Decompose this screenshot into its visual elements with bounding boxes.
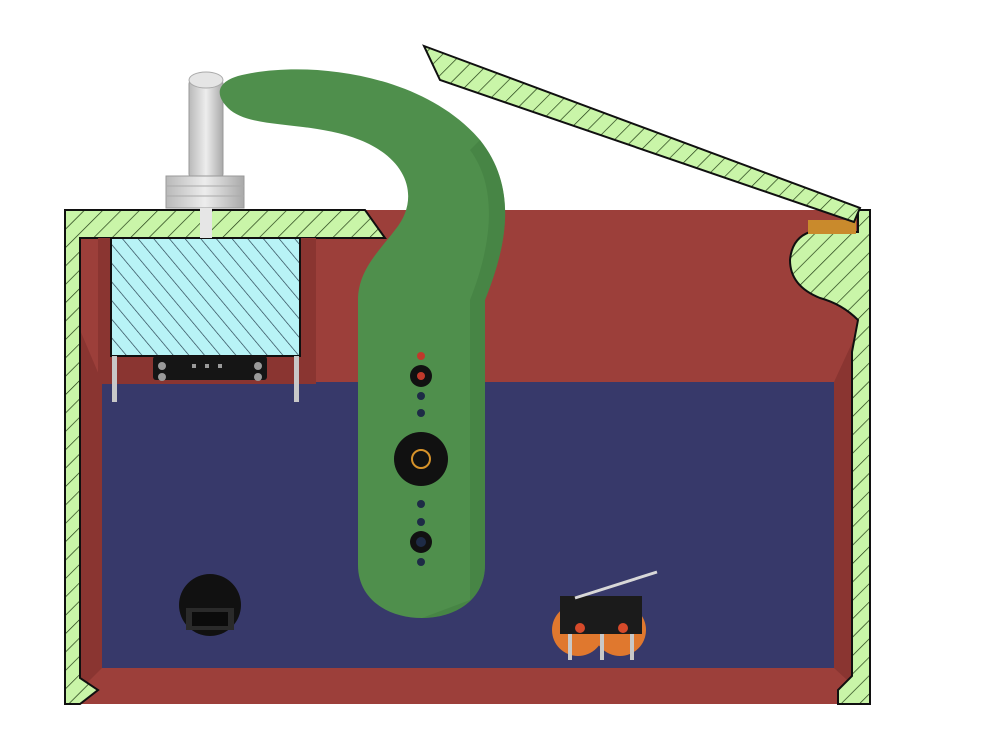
lever-holes bbox=[410, 352, 432, 566]
left-wall-section bbox=[64, 209, 387, 705]
floor-bevel-left bbox=[80, 330, 102, 690]
rotary-knob-icon bbox=[165, 71, 245, 238]
motor-pcb bbox=[153, 356, 267, 380]
lever-shading bbox=[422, 140, 506, 618]
motor-icon bbox=[110, 237, 301, 357]
microswitch-icon bbox=[552, 570, 658, 660]
lid-section bbox=[422, 44, 862, 224]
motor-pcb-pins bbox=[158, 362, 262, 381]
right-wall-section bbox=[788, 209, 871, 705]
motor-leg-right bbox=[294, 356, 299, 402]
cable-hole-icon bbox=[179, 574, 241, 636]
hinge-tab bbox=[808, 220, 856, 234]
motor-leg-left bbox=[112, 356, 117, 402]
pivot-icon bbox=[394, 432, 448, 486]
